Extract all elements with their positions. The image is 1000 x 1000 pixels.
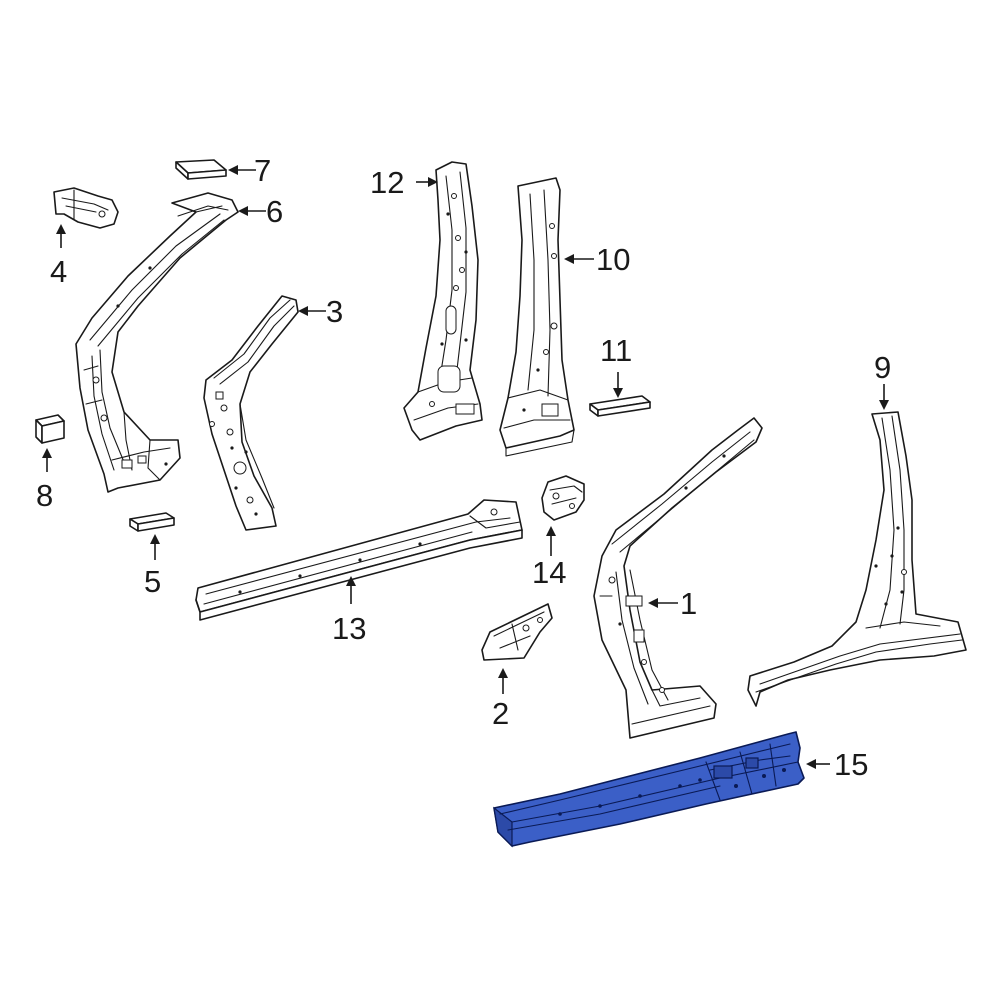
arrow-12 — [428, 177, 438, 187]
callout-15[interactable]: 15 — [834, 747, 868, 782]
arrow-9 — [879, 400, 889, 410]
arrow-8 — [42, 448, 52, 458]
part-1-front-pillar-outer[interactable] — [593, 417, 763, 739]
part-8-cube[interactable] — [35, 414, 65, 444]
part-13-rocker-inner[interactable] — [195, 499, 523, 621]
arrow-15 — [806, 759, 816, 769]
callout-7[interactable]: 7 — [254, 153, 271, 188]
part-2-bracket[interactable] — [481, 603, 553, 661]
part-3-inner-pillar[interactable] — [203, 295, 299, 531]
arrow-6 — [238, 206, 248, 216]
arrow-7 — [228, 165, 238, 175]
part-5-block[interactable] — [129, 512, 175, 532]
callout-11[interactable]: 11 — [600, 333, 632, 368]
part-4-bracket[interactable] — [53, 187, 119, 229]
callout-1[interactable]: 1 — [680, 586, 697, 621]
callout-2[interactable]: 2 — [492, 696, 509, 731]
callout-5[interactable]: 5 — [144, 564, 161, 599]
part-10-center-pillar-reinf[interactable] — [499, 177, 575, 457]
callout-10[interactable]: 10 — [596, 242, 630, 277]
part-11-block[interactable] — [589, 395, 651, 417]
callout-13[interactable]: 13 — [332, 611, 366, 646]
callout-labels: 7 6 4 3 8 5 12 10 11 9 13 14 1 2 15 — [36, 153, 891, 782]
arrow-4 — [56, 224, 66, 234]
part-6-front-pillar[interactable] — [75, 192, 239, 493]
arrow-10 — [564, 254, 574, 264]
part-15-rocker-reinforcement[interactable] — [493, 731, 805, 848]
part-7-pad[interactable] — [175, 159, 227, 180]
callout-6[interactable]: 6 — [266, 194, 283, 229]
callout-12[interactable]: 12 — [370, 165, 404, 200]
arrow-11 — [613, 388, 623, 398]
arrow-5 — [150, 534, 160, 544]
callout-8[interactable]: 8 — [36, 478, 53, 513]
callout-9[interactable]: 9 — [874, 350, 891, 385]
arrow-1 — [648, 598, 658, 608]
callout-3[interactable]: 3 — [326, 294, 343, 329]
part-9-body-side-outer[interactable] — [747, 411, 967, 707]
callout-14[interactable]: 14 — [532, 555, 566, 590]
leader-lines — [42, 165, 889, 769]
part-14-bracket[interactable] — [541, 475, 585, 521]
arrow-2 — [498, 668, 508, 678]
callout-4[interactable]: 4 — [50, 254, 67, 289]
arrow-13 — [346, 576, 356, 586]
part-12-center-pillar-inner[interactable] — [403, 161, 483, 441]
arrow-14 — [546, 526, 556, 536]
arrow-3 — [298, 306, 308, 316]
